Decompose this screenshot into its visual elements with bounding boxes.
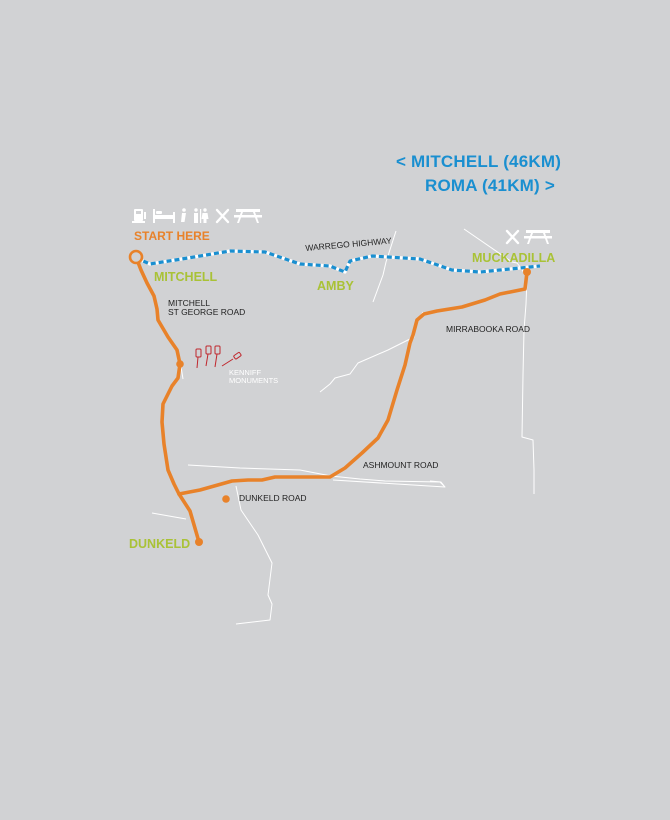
toilets-icon — [194, 208, 209, 223]
minor-road — [332, 479, 446, 488]
landmark-line: MONUMENTS — [229, 376, 279, 385]
minor-road — [463, 228, 535, 494]
route-point-kenniff — [176, 360, 184, 368]
road-label-mirrabooka: MIRRABOOKA ROAD — [446, 324, 531, 334]
road-label-line: MITCHELL — [168, 298, 211, 308]
road-label-mitchell-st-george: MITCHELL ST GEORGE ROAD — [168, 299, 245, 317]
minor-road — [372, 230, 397, 303]
town-dunkeld: DUNKELD — [129, 537, 191, 551]
muckadilla-dot — [523, 268, 531, 276]
food-icon — [505, 229, 520, 245]
landmark-kenniff-monuments: KENNIFF MONUMENTS — [229, 369, 278, 385]
dunkeld-dot — [195, 538, 203, 546]
accommodation-icon — [153, 209, 175, 223]
road-label-line: ST GEORGE ROAD — [168, 307, 246, 317]
muckadilla-service-icons — [505, 229, 552, 245]
minor-road — [235, 485, 273, 625]
food-icon — [215, 208, 230, 224]
destination-roma: ROMA (41KM) > — [425, 176, 555, 195]
town-muckadilla: MUCKADILLA — [472, 251, 556, 265]
route-ashmount — [177, 270, 529, 496]
landmark-line: KENNIFF — [229, 368, 262, 377]
warrego-highway — [135, 249, 541, 274]
minor-road — [187, 464, 446, 488]
start-marker — [128, 249, 144, 265]
destination-mitchell: < MITCHELL (46KM) — [396, 152, 562, 171]
dunkeld-road-dot — [222, 495, 230, 503]
minor-road — [151, 512, 187, 520]
town-amby: AMBY — [317, 279, 354, 293]
mitchell-service-icons — [132, 208, 262, 224]
tourist-route — [134, 255, 529, 544]
picnic-icon — [524, 230, 552, 244]
start-here-label: START HERE — [134, 229, 210, 243]
road-label-ashmount: ASHMOUNT ROAD — [363, 460, 439, 470]
town-mitchell: MITCHELL — [154, 270, 218, 284]
road-label-dunkeld: DUNKELD ROAD — [239, 493, 307, 503]
route-main — [134, 255, 201, 544]
information-icon — [181, 208, 186, 222]
kenniff-monuments-icon — [195, 345, 242, 369]
fuel-icon — [132, 209, 146, 223]
picnic-icon — [234, 209, 262, 223]
